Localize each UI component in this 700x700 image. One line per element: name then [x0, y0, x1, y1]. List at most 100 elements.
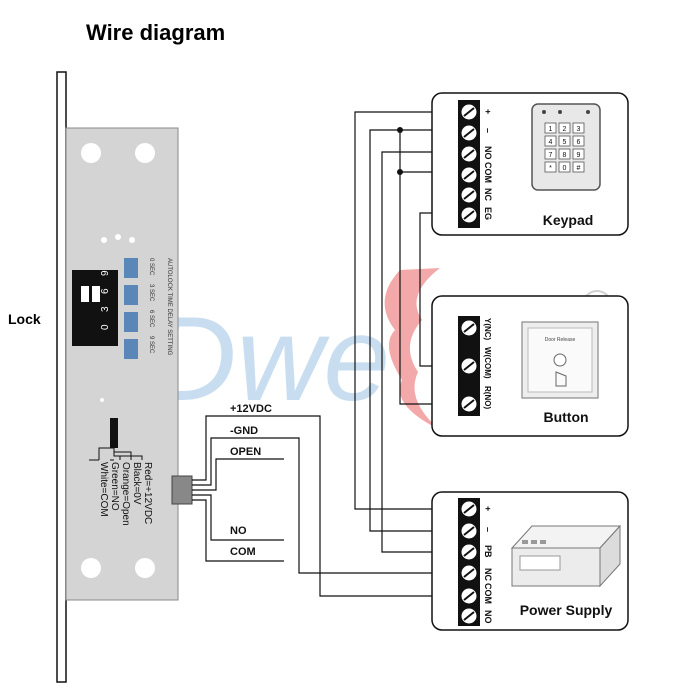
keypad-terminal-label: NO: [483, 146, 493, 160]
delay-header: AUTOLOCK TIME DELAY SETTING: [166, 258, 172, 356]
dip-number: 9: [100, 270, 111, 276]
connector-icon: [110, 418, 118, 448]
delay-option: 0 SEC: [148, 258, 154, 276]
keypad-key-icon: [558, 135, 571, 147]
lock-faceplate: [56, 71, 67, 683]
mount-hole-icon: [81, 558, 101, 578]
keypad-key-label: 2: [563, 126, 567, 133]
lock-panel: [65, 127, 179, 601]
keypad-key-label: 5: [563, 139, 567, 146]
door-release-text: Door Release: [545, 337, 576, 343]
button-label: Button: [543, 409, 588, 425]
mount-hole-icon: [81, 143, 101, 163]
led-dot-icon: [101, 237, 107, 243]
keypad-key-label: 4: [549, 139, 553, 146]
mount-hole-icon: [135, 143, 155, 163]
wire-legend-item: Green=NO: [109, 462, 120, 511]
wire-label-12vdc: +12VDC: [230, 403, 272, 415]
keypad-terminal-label: +: [483, 109, 493, 114]
wire-legend-item: Black=0V: [131, 462, 142, 505]
psu-terminal-label: +: [483, 506, 493, 511]
wire-open: [192, 458, 284, 491]
keypad-terminal-label: EG: [483, 207, 493, 220]
keypad-device-icon: 1 2 3 4 5 6 7 8 9 * 0 #: [531, 103, 601, 191]
psu-terminal-label: COM: [483, 583, 493, 604]
delay-switch-icon: [124, 285, 138, 305]
keypad-key-label: 1: [549, 126, 553, 133]
keypad-box: + – NO COM NC EG 1 2 3 4 5 6 7 8 9 * 0 # Keypad: [431, 92, 629, 236]
keypad-key-label: 8: [563, 152, 567, 159]
wire-label-gnd: -GND: [230, 425, 258, 437]
psu-terminal-label: –: [483, 527, 493, 532]
keypad-key-label: 9: [577, 152, 581, 159]
dip-lever-icon: [81, 286, 89, 302]
button-terminal-label: R(NO): [483, 386, 492, 409]
wire-label-open: OPEN: [230, 446, 261, 458]
power-supply-box: + – PB NC COM NO Power Supply: [431, 491, 629, 631]
keypad-key-label: 6: [577, 139, 581, 146]
wire-label-com: COM: [230, 546, 256, 558]
power-supply-device-icon: [510, 524, 622, 588]
delay-switch-icon: [124, 258, 138, 278]
keypad-key-icon: [558, 122, 571, 134]
keypad-key-icon: [544, 122, 557, 134]
led-dot-icon: [129, 237, 135, 243]
delay-option: 9 SEC: [148, 336, 154, 354]
keypad-key-icon: [544, 135, 557, 147]
wire-no: [192, 494, 284, 541]
delay-setting-table: AUTOLOCK TIME DELAY SETTING 0 SEC 3 SEC …: [124, 258, 172, 359]
keypad-terminal-label: –: [483, 128, 493, 133]
keypad-key-icon: [572, 161, 585, 173]
power-supply-label: Power Supply: [520, 602, 613, 618]
watermark-text: Dwe: [150, 292, 390, 426]
psu-terminal-label: PB: [483, 545, 493, 558]
psu-terminal-label: NC: [483, 568, 493, 581]
led-dot-icon: [100, 398, 104, 402]
wire-gnd: [192, 437, 434, 574]
watermark: Dwe R: [150, 268, 612, 430]
keypad-key-label: 3: [577, 126, 581, 133]
wire-legend-item: Red=+12VDC: [142, 462, 153, 524]
keypad-key-label: 0: [563, 165, 567, 172]
keypad-key-label: #: [577, 165, 581, 172]
delay-option: 6 SEC: [148, 310, 154, 328]
keypad-key-icon: [572, 135, 585, 147]
keypad-terminal-label: NC: [483, 188, 493, 201]
lock-body: 0 3 6 9 AUTOLOCK TIME DELAY SETTING 0 SE…: [56, 71, 193, 683]
dip-lever-icon: [92, 286, 100, 302]
delay-switch-icon: [124, 339, 138, 359]
wire-com: [192, 499, 284, 562]
delay-switch-icon: [124, 312, 138, 332]
dip-switch: [72, 270, 118, 346]
mount-hole-icon: [135, 558, 155, 578]
dip-number: 3: [100, 306, 111, 312]
keypad-key-icon: [572, 148, 585, 160]
button-terminal-label: Y(NC): [483, 318, 492, 341]
keypad-key-label: *: [549, 165, 552, 172]
wire-label-no: NO: [230, 525, 247, 537]
button-box: Y(NC) W(COM) R(NO) Door Release Button: [431, 295, 629, 437]
cable-gland-icon: [171, 475, 193, 505]
keypad-key-label: 7: [549, 152, 553, 159]
exit-button-device-icon: Door Release: [521, 321, 599, 399]
keypad-label: Keypad: [543, 212, 594, 228]
keypad-key-icon: [572, 122, 585, 134]
wire-12vdc: [192, 415, 434, 597]
led-dot-icon: [115, 234, 121, 240]
keypad-key-icon: [558, 161, 571, 173]
wire-legend: [89, 447, 143, 461]
keypad-key-icon: [544, 161, 557, 173]
watermark-flame-icon: [384, 268, 440, 430]
psu-terminal-label: NO: [483, 610, 493, 624]
wire-legend-item: White=COM: [98, 462, 109, 517]
keypad-key-icon: [544, 148, 557, 160]
dip-number: 0: [100, 324, 111, 330]
dip-number: 6: [100, 288, 111, 294]
delay-option: 3 SEC: [148, 284, 154, 302]
wire-legend-item: Orange=Open: [120, 462, 131, 526]
button-terminal-label: W(COM): [483, 347, 492, 379]
keypad-terminal-label: COM: [483, 162, 493, 183]
diagram-title: Wire diagram: [86, 20, 226, 45]
